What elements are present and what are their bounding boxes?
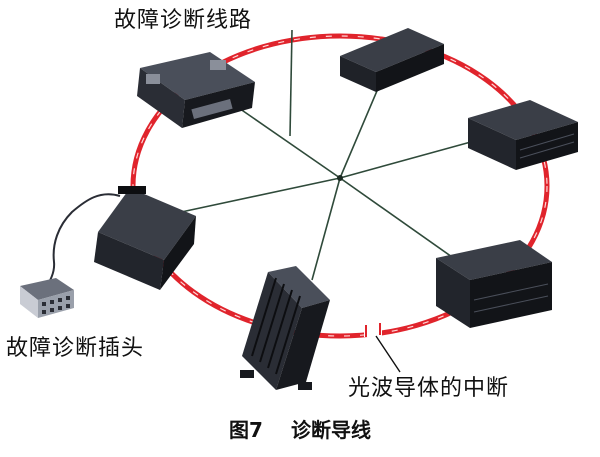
control-module-top-left [137, 52, 255, 128]
diagnostic-plug [20, 278, 74, 318]
control-module-right-upper [468, 100, 578, 170]
leader-fiber-break [375, 335, 401, 373]
label-diagnostic-plug: 故障诊断插头 [6, 336, 145, 361]
spoke-right-lower-module [339, 177, 463, 265]
figure-title: 诊断导线 [290, 418, 371, 442]
figure-caption: 图7 诊断导线 [0, 414, 600, 443]
ring-break-marker [364, 323, 382, 337]
diagnostic-plug-cable [43, 193, 121, 291]
label-fiber-break: 光波导体的中断 [348, 376, 510, 401]
spoke-bottom-module [311, 177, 341, 281]
spoke-right-upper-module [339, 139, 479, 179]
control-module-right-lower [436, 240, 552, 328]
spoke-left-module [171, 177, 341, 215]
control-module-bottom [240, 266, 330, 390]
control-module-top-right [340, 28, 444, 92]
label-diagnostic-line: 故障诊断线路 [114, 8, 253, 33]
leader-diagnostic-line [289, 29, 293, 137]
star-center-junction [337, 175, 343, 181]
figure-number: 图7 [229, 418, 263, 442]
control-module-left [94, 186, 196, 290]
